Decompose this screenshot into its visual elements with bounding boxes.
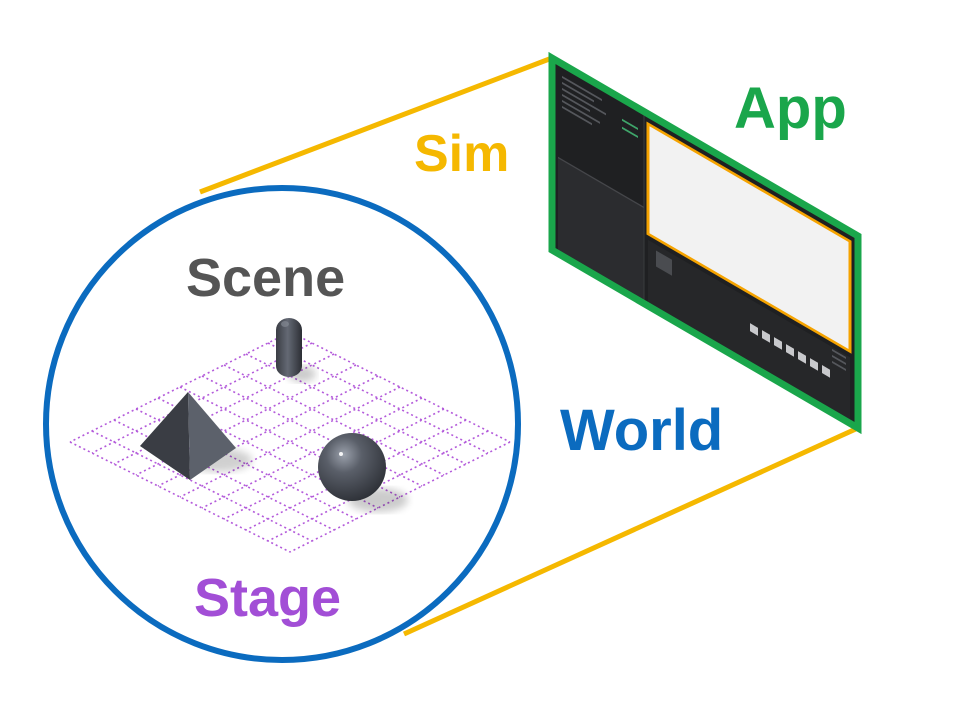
- scene-label: Scene: [186, 248, 345, 308]
- pyramid-icon: [140, 392, 236, 480]
- content-browser: [648, 239, 850, 420]
- grid-line: [179, 386, 401, 498]
- tree-row: [622, 126, 638, 139]
- app-border: [548, 51, 862, 435]
- grid-line: [289, 441, 511, 553]
- world-circle-group: [43, 185, 521, 663]
- grid-line: [223, 364, 445, 476]
- grid-line: [135, 364, 357, 476]
- asset-thumb: [774, 337, 782, 350]
- grid-line: [245, 419, 467, 531]
- capsule-icon: [276, 318, 302, 377]
- sim-label: Sim: [414, 125, 509, 183]
- sim-upper-line: [199, 55, 553, 195]
- tree-row: [562, 99, 600, 124]
- asset-thumb: [762, 330, 770, 343]
- stage-label: Stage: [194, 568, 341, 628]
- panel-divider: [558, 156, 644, 209]
- tree-row: [562, 81, 594, 103]
- asset-thumb: [750, 323, 758, 336]
- grid-line: [267, 342, 489, 454]
- grid-line: [201, 397, 423, 509]
- asset-thumb: [810, 358, 818, 371]
- grid-line: [157, 375, 379, 487]
- tree-row: [562, 105, 592, 126]
- app-label: App: [734, 76, 847, 141]
- sim-lower-line: [402, 425, 860, 637]
- grid-line: [289, 331, 511, 443]
- tree-row: [562, 93, 590, 113]
- tree-row: [562, 75, 602, 102]
- asset-thumb: [798, 351, 806, 364]
- world-circle: [43, 185, 521, 663]
- viewport: [646, 121, 852, 354]
- property-row: [832, 354, 846, 366]
- property-row: [832, 348, 846, 360]
- asset-thumb: [822, 365, 830, 378]
- tree-row: [562, 87, 606, 116]
- editor-screenshot-icon: [558, 75, 852, 420]
- left-panel: [558, 157, 644, 300]
- world-circle-fill: [46, 188, 518, 660]
- stage-ground: [69, 318, 511, 553]
- sim-projection: [199, 55, 860, 637]
- grid-line: [91, 430, 313, 542]
- sphere-icon: [318, 433, 386, 501]
- grid-line: [223, 408, 445, 520]
- grid-line: [179, 386, 401, 498]
- world-label: World: [560, 398, 723, 463]
- grid-line: [69, 441, 291, 553]
- asset-thumb: [786, 344, 794, 357]
- app-window: [548, 51, 862, 435]
- grid-line: [69, 331, 291, 443]
- grid-line: [267, 430, 489, 542]
- grid-line: [91, 342, 313, 454]
- asset-preview: [656, 250, 672, 276]
- property-row: [832, 360, 846, 372]
- tree-row: [622, 118, 638, 131]
- grid-line: [201, 375, 423, 487]
